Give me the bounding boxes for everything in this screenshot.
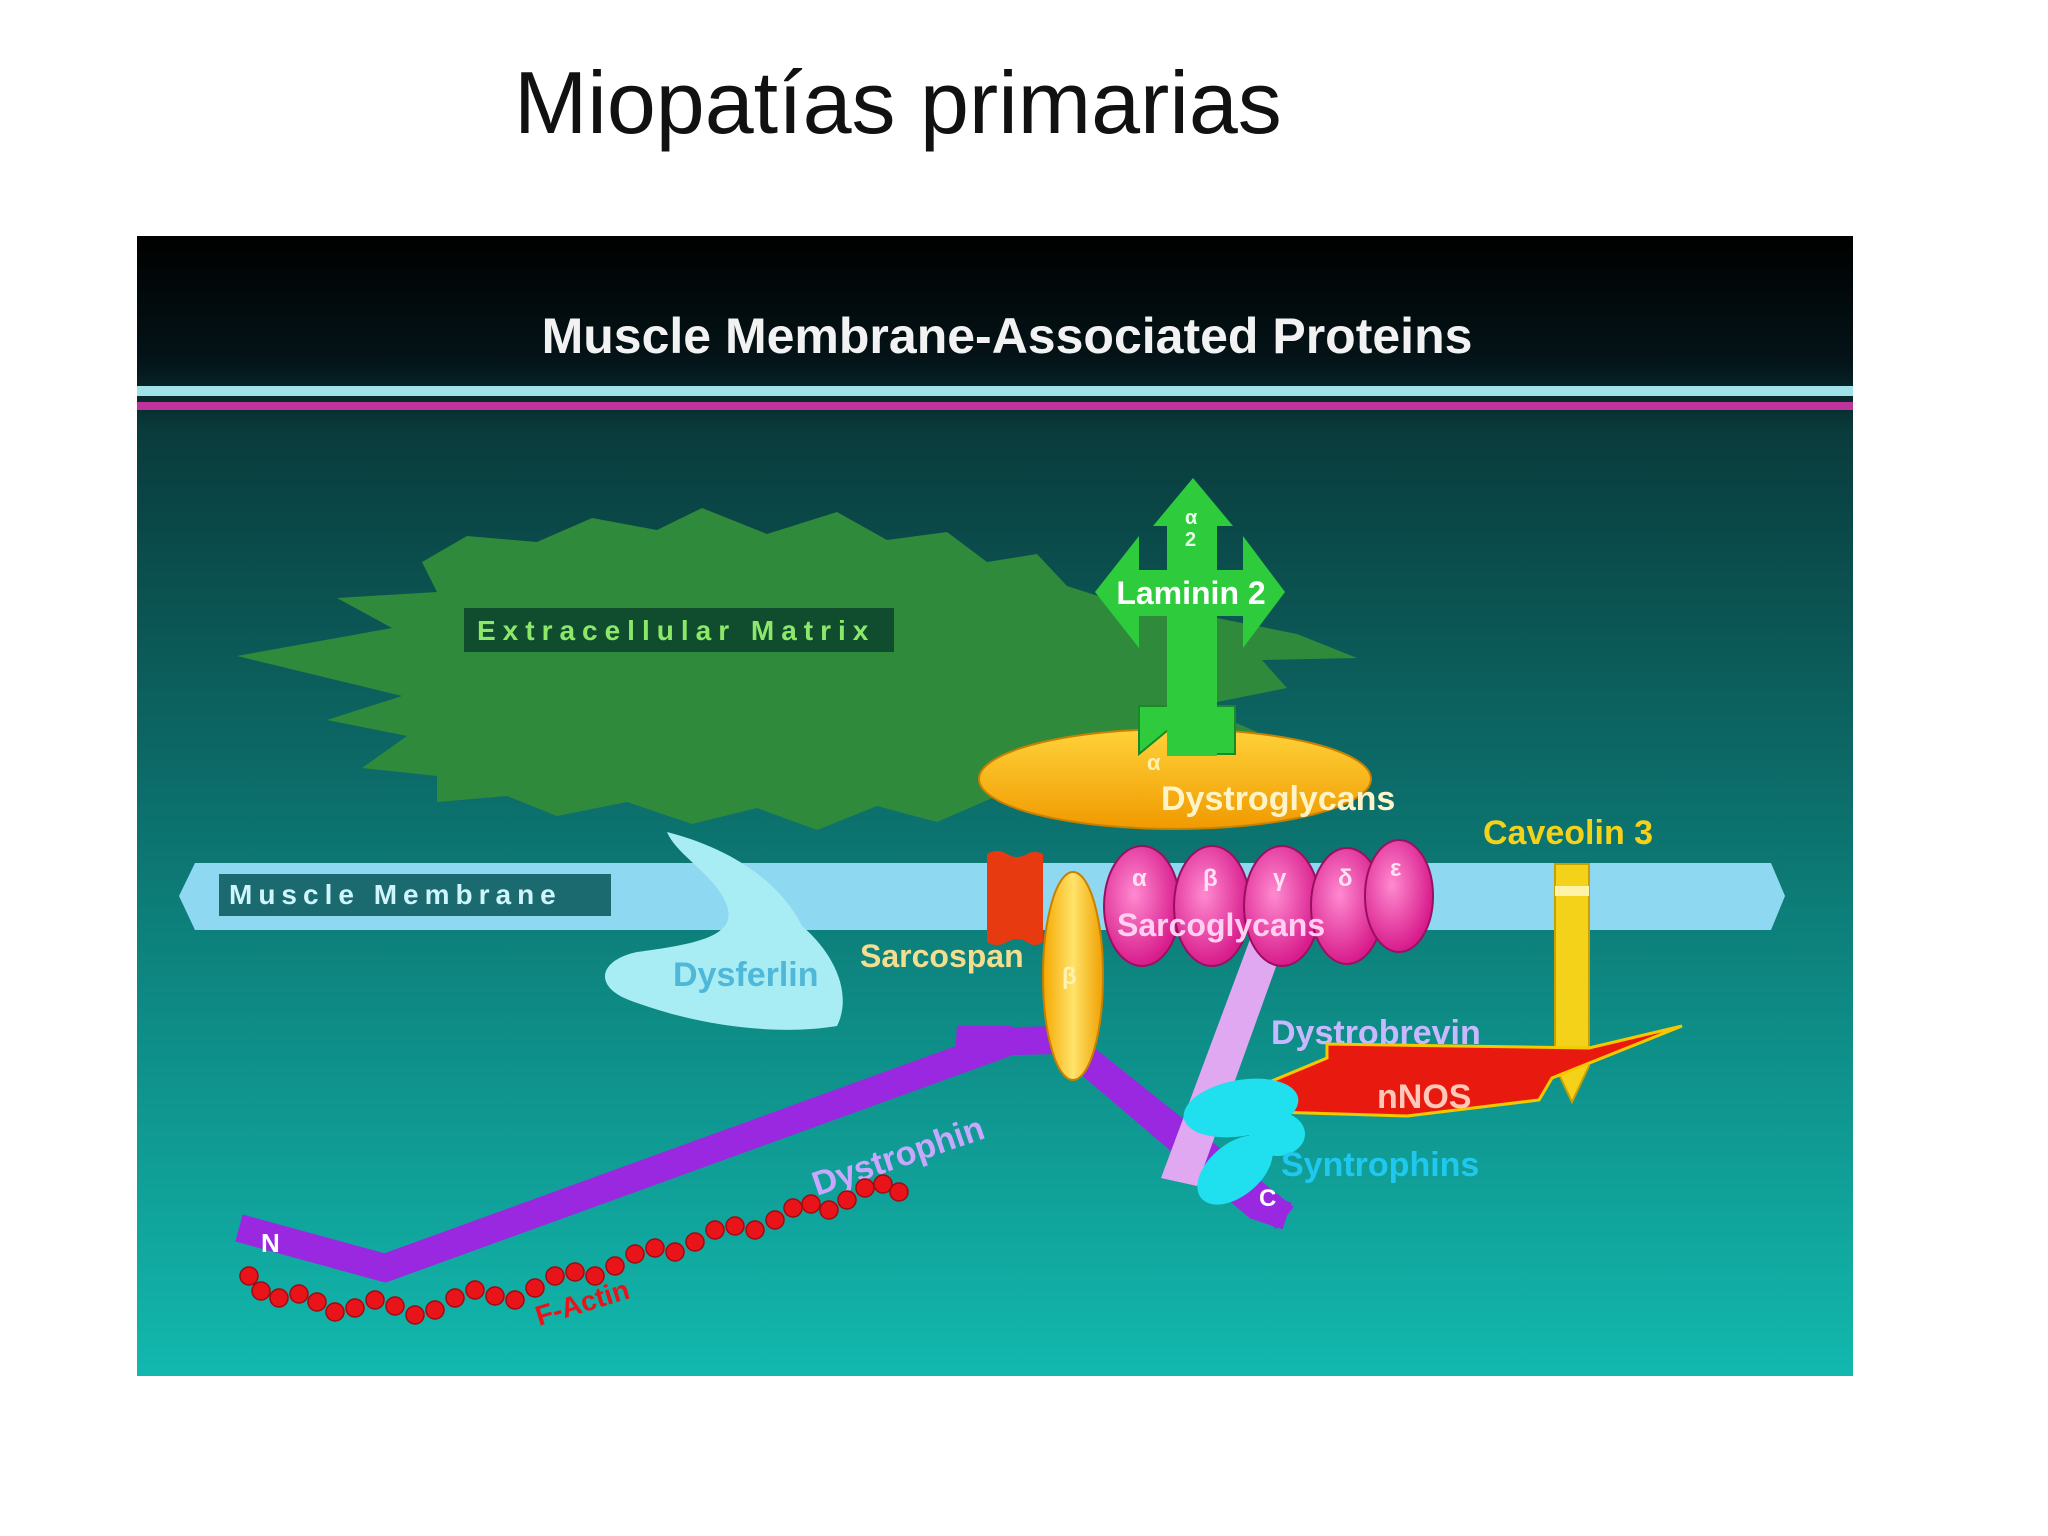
- f-actin-bead: [325, 1302, 345, 1322]
- sarcoglycan-epsilon: [1364, 839, 1434, 953]
- sarcospan-shape: [987, 851, 1043, 945]
- f-actin-bead: [873, 1174, 893, 1194]
- f-actin-bead: [505, 1290, 525, 1310]
- f-actin-bead: [545, 1266, 565, 1286]
- dystrophin-c-terminus: C: [1259, 1185, 1276, 1212]
- muscle-membrane-tag: [219, 874, 611, 916]
- f-actin-bead: [239, 1266, 259, 1286]
- f-actin-bead: [889, 1182, 909, 1202]
- dystroglycans-label: Dystroglycans: [1161, 780, 1395, 818]
- f-actin-bead: [855, 1178, 875, 1198]
- f-actin-bead: [445, 1288, 465, 1308]
- dystrophin-n-terminus: N: [261, 1228, 280, 1258]
- nnos-label: nNOS: [1377, 1078, 1471, 1116]
- f-actin-bead: [465, 1280, 485, 1300]
- f-actin-bead: [289, 1284, 309, 1304]
- beta-dystroglycan-shape: [1042, 871, 1104, 1081]
- sarcoglycan-alpha-label: α: [1132, 865, 1147, 892]
- sarcoglycan-complex: α β γ δ ε Sarcoglycans: [1103, 839, 1434, 967]
- f-actin-bead: [307, 1292, 327, 1312]
- syntrophin-blob-2: [1197, 1135, 1273, 1205]
- f-actin-bead: [745, 1220, 765, 1240]
- syntrophin-blob-3: [1249, 1112, 1305, 1156]
- caveolin-shape: [1554, 863, 1590, 1105]
- f-actin-bead: [365, 1290, 385, 1310]
- extracellular-matrix-tag: [464, 608, 894, 652]
- f-actin-bead: [705, 1220, 725, 1240]
- f-actin-bead: [685, 1232, 705, 1252]
- sarcoglycan-gamma: [1243, 845, 1321, 967]
- f-actin-bead: [765, 1210, 785, 1230]
- sarcoglycan-beta-label: β: [1203, 865, 1218, 892]
- dysferlin-shape: [605, 832, 843, 1030]
- figure-title: Muscle Membrane-Associated Proteins: [542, 308, 1473, 364]
- f-actin-chain: [239, 1174, 909, 1325]
- f-actin-bead: [251, 1281, 271, 1301]
- f-actin-bead: [725, 1216, 745, 1236]
- f-actin-bead: [385, 1296, 405, 1316]
- f-actin-bead: [625, 1244, 645, 1264]
- slide-title: Miopatías primarias: [514, 53, 1282, 152]
- sarcoglycan-beta: [1173, 845, 1251, 967]
- f-actin-bead: [605, 1256, 625, 1276]
- f-actin-bead: [645, 1238, 665, 1258]
- beta-dystroglycan-label: β: [1062, 963, 1077, 990]
- f-actin-bead: [819, 1200, 839, 1220]
- f-actin-bead: [783, 1198, 803, 1218]
- sarcoglycan-epsilon-label: ε: [1390, 855, 1401, 882]
- laminin-2-cross: [1095, 478, 1285, 756]
- sarcoglycans-label: Sarcoglycans: [1117, 907, 1325, 943]
- f-actin-bead: [565, 1262, 585, 1282]
- alpha-dystroglycan-label: α: [1147, 750, 1161, 775]
- title-rule-cyan: [137, 386, 1853, 396]
- f-actin-bead: [665, 1242, 685, 1262]
- sarcoglycan-gamma-label: γ: [1273, 865, 1287, 892]
- syntrophins-label: Syntrophins: [1281, 1146, 1479, 1184]
- laminin-alpha-label: α: [1185, 507, 1198, 529]
- caveolin-band: [1555, 886, 1589, 896]
- laminin-2-label: Laminin 2: [1116, 575, 1265, 611]
- f-actin-bead: [801, 1194, 821, 1214]
- figure-background: [137, 236, 1853, 1376]
- dysferlin-label: Dysferlin: [673, 956, 819, 994]
- f-actin-bead: [425, 1300, 445, 1320]
- sarcoglycan-delta-label: δ: [1338, 865, 1353, 892]
- f-actin-bead: [585, 1266, 605, 1286]
- f-actin-bead: [269, 1288, 289, 1308]
- title-rule-magenta: [137, 402, 1853, 410]
- sarcospan-label: Sarcospan: [860, 938, 1024, 974]
- f-actin-bead: [525, 1278, 545, 1298]
- laminin-two-label: 2: [1185, 529, 1196, 551]
- f-actin-bead: [837, 1190, 857, 1210]
- f-actin-bead: [485, 1286, 505, 1306]
- diagram-figure: Muscle Membrane-Associated Proteins Extr…: [137, 236, 1853, 1376]
- extracellular-matrix-label: Extracellular Matrix: [477, 615, 875, 646]
- f-actin-bead: [345, 1298, 365, 1318]
- caveolin-label: Caveolin 3: [1483, 814, 1653, 852]
- f-actin-bead: [405, 1305, 425, 1325]
- muscle-membrane-label: Muscle Membrane: [229, 879, 562, 910]
- sarcoglycan-alpha: [1103, 845, 1181, 967]
